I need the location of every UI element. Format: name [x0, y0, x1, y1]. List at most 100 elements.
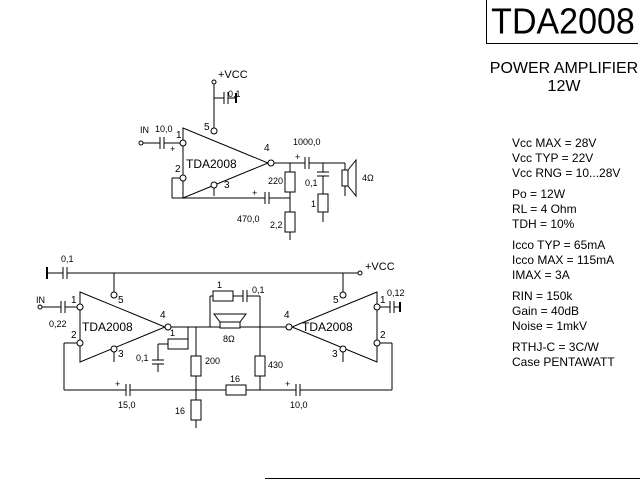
pin-number: 4 — [264, 143, 270, 154]
spec-vcc-max: Vcc MAX = 28V — [512, 136, 597, 150]
spec-icco-max: Icco MAX = 115mA — [512, 253, 615, 267]
plus-sign: + — [170, 144, 175, 154]
c-fb1-label: 15,0 — [118, 400, 136, 410]
vcc-terminal — [357, 270, 363, 276]
pin-number: 4 — [160, 310, 166, 321]
pin-2 — [179, 174, 187, 182]
pin-1 — [76, 303, 84, 311]
input-terminal — [138, 140, 144, 146]
pin-number: 5 — [204, 122, 210, 133]
vcc-label: +VCC — [218, 69, 248, 81]
spec-rthj: RTHJ-C = 3C/W — [512, 340, 599, 354]
specifications: Vcc MAX = 28V Vcc TYP = 22V Vcc RNG = 10… — [512, 136, 620, 370]
pin-number: 2 — [175, 164, 181, 175]
subtitle-line-1: POWER AMPLIFIER — [489, 60, 639, 77]
pin-5 — [110, 291, 118, 299]
pin-number: 2 — [71, 330, 77, 341]
c-zobel-label: 0,1 — [305, 178, 318, 188]
speaker-coil — [219, 321, 241, 329]
resistor-16b — [225, 384, 247, 396]
vcc-label: +VCC — [365, 261, 395, 273]
pin-3 — [339, 345, 347, 353]
spec-imax: IMAX = 3A — [512, 268, 570, 282]
subtitle: POWER AMPLIFIER 12W — [488, 60, 640, 96]
spec-vcc-rng: Vcc RNG = 10...28V — [512, 166, 621, 180]
plus-sign: + — [115, 379, 120, 389]
ic2-label: TDA2008 — [302, 320, 353, 334]
r-fb-bot-label: 2,2 — [270, 220, 283, 230]
ic-label: TDA2008 — [186, 157, 237, 171]
page-title: TDA2008 — [491, 2, 635, 42]
pin-2 — [373, 339, 381, 347]
c-zobel-label: 0,1 — [136, 353, 149, 363]
spec-rl: RL = 4 Ohm — [512, 202, 577, 216]
r-zobel-label: 1 — [311, 199, 316, 209]
pin-number: 3 — [332, 349, 338, 360]
pin-2 — [76, 339, 84, 347]
resistor-200 — [190, 355, 202, 377]
speaker-label: 8Ω — [223, 334, 235, 344]
pin-3 — [210, 181, 218, 189]
pin-number: 3 — [118, 349, 124, 360]
resistor-430 — [254, 355, 266, 377]
pin-number: 1 — [176, 130, 182, 141]
vcc-terminal — [211, 79, 217, 85]
r-16b-label: 16 — [230, 374, 240, 384]
c-in-label: 0,22 — [49, 319, 67, 329]
subtitle-line-2: 12W — [547, 78, 581, 95]
c-in-label: 10,0 — [155, 124, 173, 134]
resistor-bridge — [212, 290, 234, 302]
spec-tdh: TDH = 10% — [512, 217, 575, 231]
resistor-16a — [190, 399, 202, 421]
plus-sign: + — [295, 152, 300, 162]
plus-sign: + — [252, 188, 257, 198]
r-bridge-label: 1 — [217, 280, 222, 290]
pin-number: 3 — [224, 180, 230, 191]
resistor-1 — [317, 193, 329, 213]
spec-case: Case PENTAWATT — [512, 355, 615, 369]
c-out-label: 1000,0 — [293, 137, 321, 147]
resistor-220 — [284, 171, 296, 193]
input-terminal — [37, 304, 43, 310]
resistor-1-zobel — [167, 338, 189, 350]
speaker-cone — [213, 313, 247, 323]
resistor-2-2 — [284, 211, 296, 233]
c-fb-label: 470,0 — [237, 214, 260, 224]
ic1-triangle — [79, 291, 167, 363]
c-supply-label: 0,1 — [228, 89, 241, 99]
spec-gain: Gain = 40dB — [512, 304, 580, 318]
pin-number: 4 — [284, 310, 290, 321]
divider-line — [265, 478, 640, 479]
ic2-triangle — [290, 291, 378, 363]
in-label: IN — [140, 125, 149, 135]
spec-rin: RIN = 150k — [512, 289, 573, 303]
r-200-label: 200 — [205, 356, 220, 366]
pin-4 — [285, 323, 293, 331]
pin-5 — [339, 291, 347, 299]
pin-number: 1 — [71, 295, 77, 306]
ic1-label: TDA2008 — [82, 320, 133, 334]
pin-number: 2 — [380, 330, 386, 341]
spec-po: Po = 12W — [512, 187, 566, 201]
circuit-2: +VCC 0,1 TDA2008 1 2 3 4 5 IN 0,22 + 15, — [36, 254, 405, 428]
ic-triangle — [182, 127, 270, 199]
pin-4 — [267, 159, 275, 167]
c-in2-label: 0,12 — [387, 288, 405, 298]
r-16a-label: 16 — [175, 406, 185, 416]
spec-icco-typ: Icco TYP = 65mA — [512, 238, 606, 252]
c-supply-label: 0,1 — [61, 254, 74, 264]
c-fb2-label: 10,0 — [290, 400, 308, 410]
spec-noise: Noise = 1mkV — [512, 319, 588, 333]
r-zobel-label: 1 — [170, 328, 175, 338]
speaker-cone — [347, 158, 357, 198]
in-label: IN — [36, 295, 45, 305]
pin-5 — [210, 127, 218, 135]
title-box: TDA2008 — [486, 0, 638, 44]
spec-vcc-typ: Vcc TYP = 22V — [512, 151, 594, 165]
pin-3 — [110, 345, 118, 353]
plus-sign: + — [285, 379, 290, 389]
r-430-label: 430 — [268, 360, 283, 370]
speaker-coil — [341, 169, 349, 187]
pin-number: 5 — [118, 295, 124, 306]
